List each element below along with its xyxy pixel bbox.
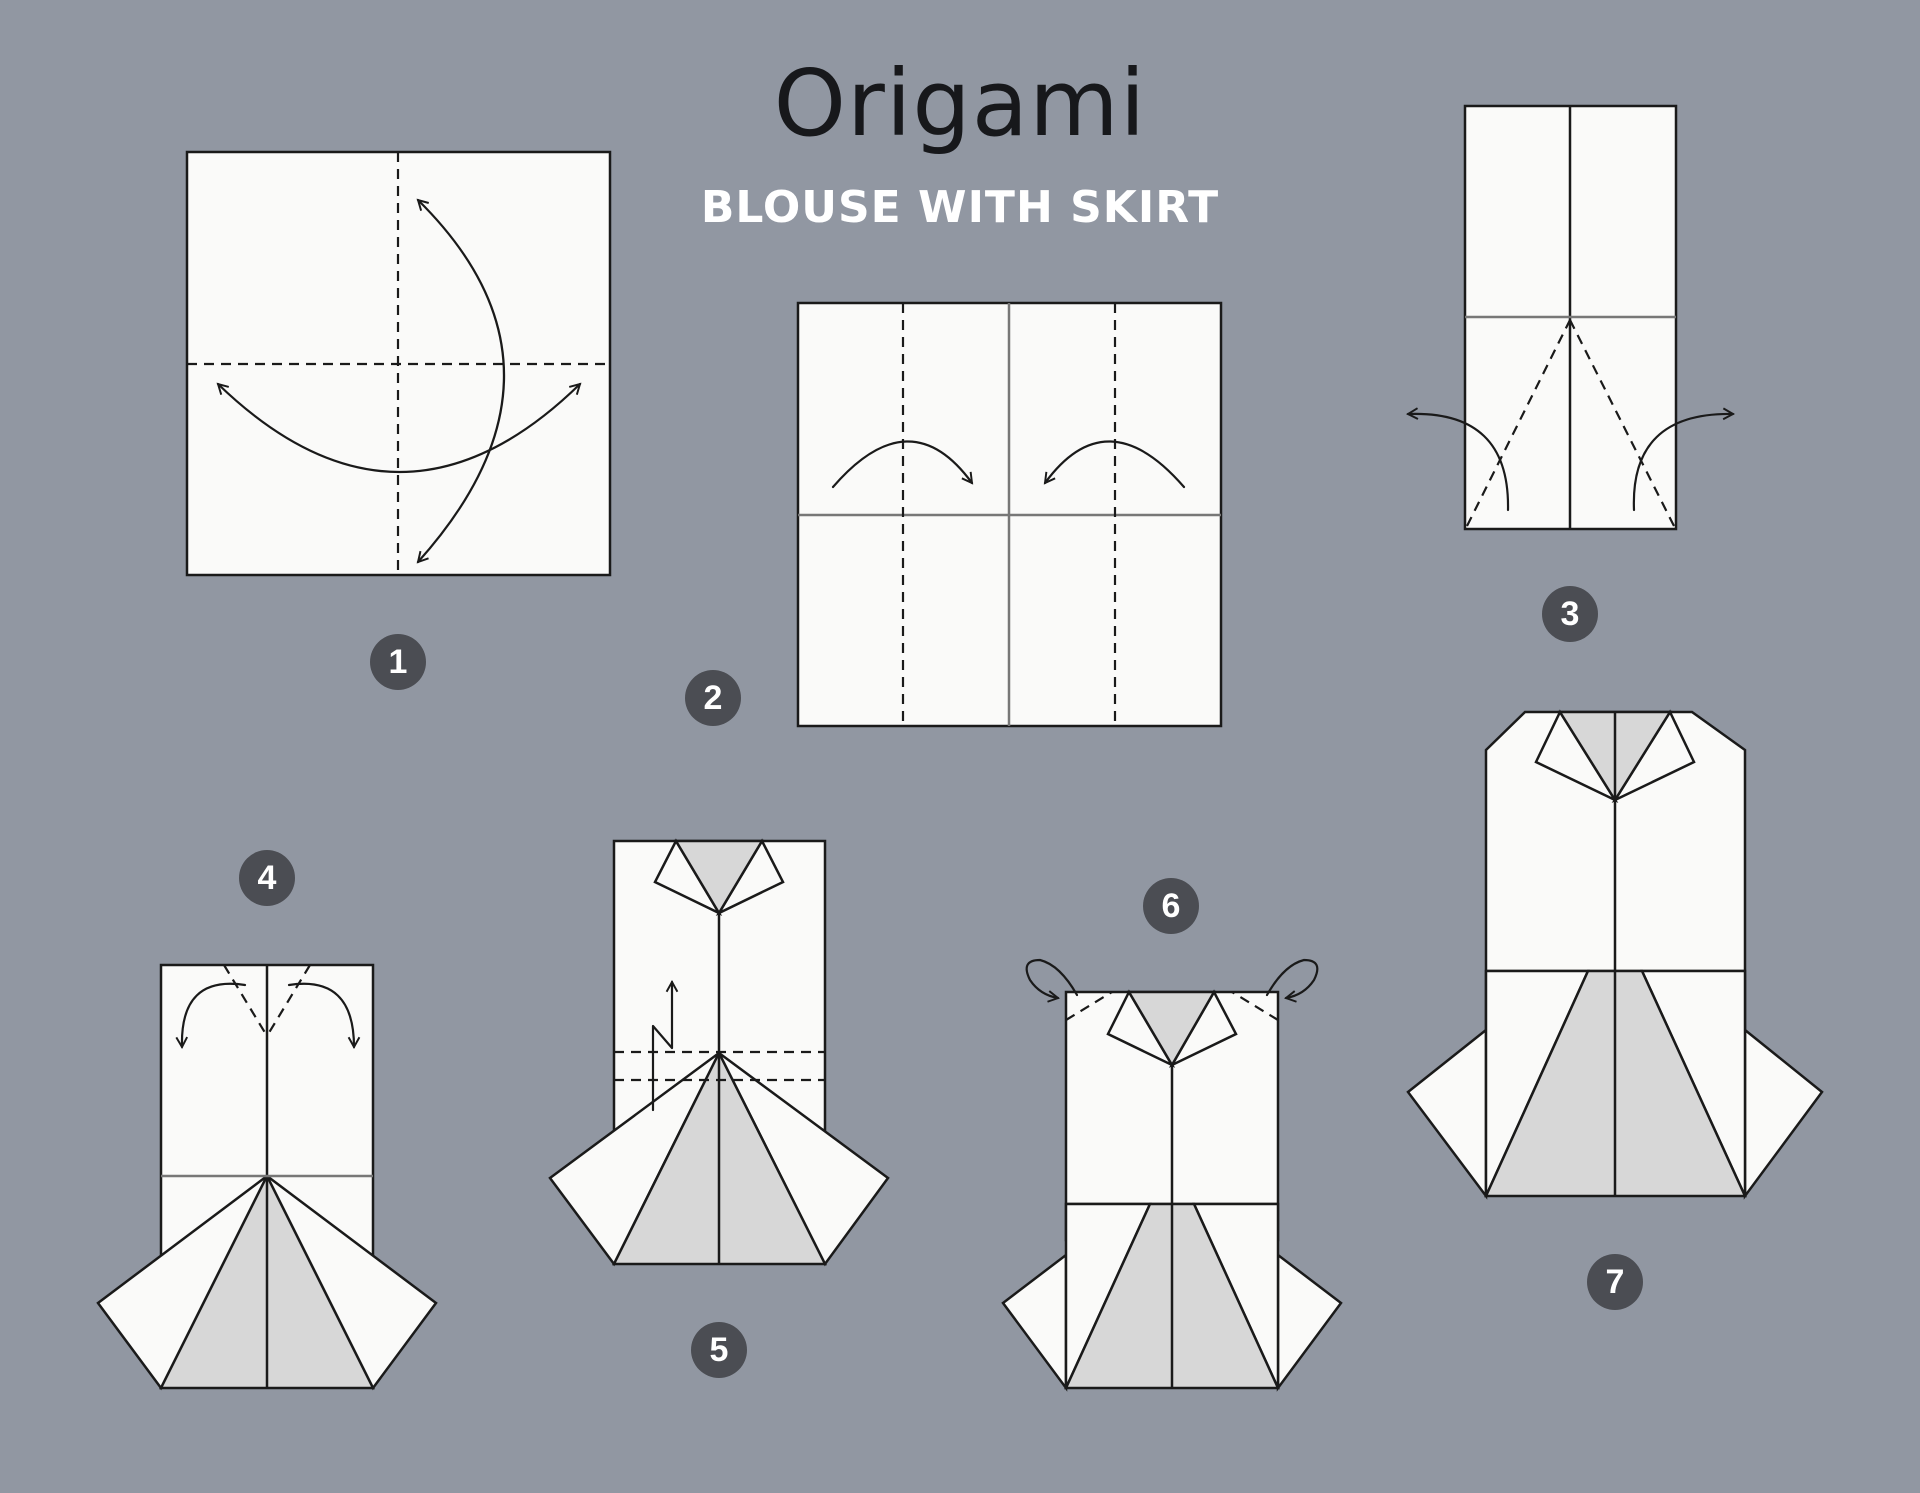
step-7-diagram bbox=[1406, 709, 1824, 1200]
skirt-right-flap bbox=[1276, 1252, 1343, 1392]
fold-arrow-right bbox=[287, 982, 361, 1050]
step-1-diagram bbox=[185, 150, 612, 577]
step-4-diagram bbox=[96, 963, 438, 1391]
page-title: Origami bbox=[773, 50, 1147, 157]
step-6-diagram bbox=[1001, 958, 1343, 1392]
collar-fold-left bbox=[223, 964, 268, 1037]
unfold-arrow-right bbox=[1632, 407, 1736, 512]
shoulder-fold-left bbox=[1065, 991, 1113, 1021]
collar-center bbox=[673, 839, 765, 916]
collar-fold-right bbox=[266, 964, 311, 1037]
collar-center bbox=[1126, 990, 1217, 1068]
skirt-left-flap bbox=[1406, 1027, 1488, 1200]
shoulder-fold-right bbox=[1231, 991, 1279, 1021]
fold-arrow-horizontal bbox=[216, 382, 582, 474]
fold-back-arrow-left bbox=[1025, 958, 1079, 1003]
left-diagonal-fold bbox=[1466, 319, 1571, 527]
step-2-diagram bbox=[796, 301, 1223, 728]
fold-back-arrow-right bbox=[1265, 958, 1319, 1003]
step-3-diagram bbox=[1405, 104, 1736, 531]
skirt-right-flap bbox=[1743, 1027, 1824, 1200]
pleat-arrow bbox=[651, 979, 679, 1112]
step-2-badge: 2 bbox=[685, 670, 741, 726]
unfold-arrow-left bbox=[1405, 407, 1510, 512]
fold-arrow-left bbox=[831, 440, 974, 489]
step-5-badge: 5 bbox=[691, 1322, 747, 1378]
step-4-badge: 4 bbox=[239, 850, 295, 906]
fold-arrow-right bbox=[1043, 440, 1186, 489]
fold-arrow-left bbox=[175, 982, 247, 1050]
right-diagonal-fold bbox=[1569, 319, 1675, 527]
skirt-left-flap bbox=[1001, 1252, 1068, 1392]
fold-arrow-vertical bbox=[416, 198, 506, 564]
step-1-badge: 1 bbox=[370, 634, 426, 690]
step-5-diagram bbox=[548, 838, 890, 1267]
step-3-badge: 3 bbox=[1542, 586, 1598, 642]
step-7-badge: 7 bbox=[1587, 1254, 1643, 1310]
step-6-badge: 6 bbox=[1143, 878, 1199, 934]
page-subtitle: BLOUSE WITH SKIRT bbox=[700, 182, 1220, 233]
